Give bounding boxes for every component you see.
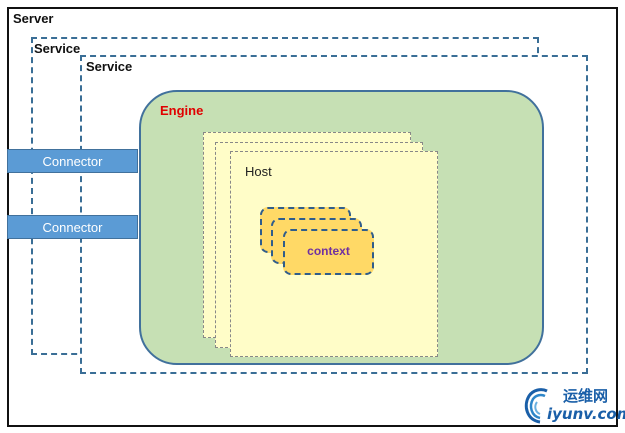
watermark-logo-icon <box>524 388 548 424</box>
watermark-url: iyunv.com <box>547 405 625 423</box>
context-box-front <box>283 229 374 275</box>
connector-2: Connector <box>7 215 138 239</box>
host-label: Host <box>245 164 272 179</box>
server-label: Server <box>13 11 54 26</box>
service-label-front: Service <box>86 59 133 74</box>
engine-label: Engine <box>160 103 204 118</box>
watermark-cn: 运维网 <box>563 387 609 405</box>
connector-1: Connector <box>7 149 138 173</box>
context-label: context <box>307 244 350 258</box>
service-label-back: Service <box>34 41 81 56</box>
watermark: 运维网 iyunv.com <box>515 382 625 426</box>
